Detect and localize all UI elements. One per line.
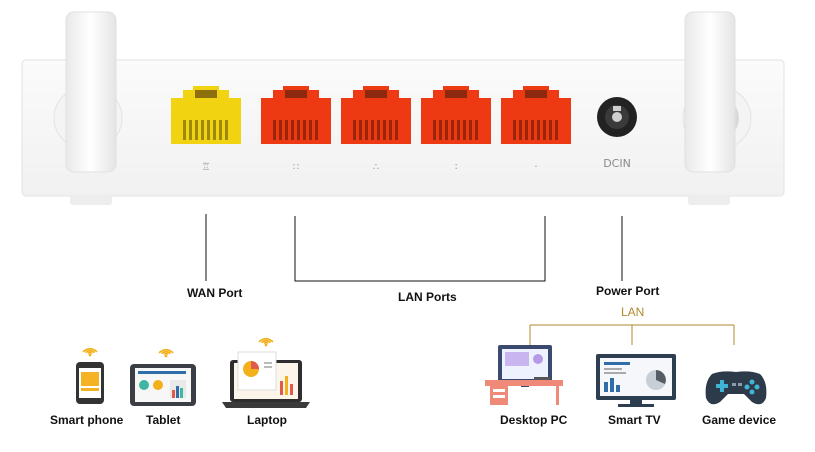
callout-lines: [205, 214, 623, 282]
smartphone-icon: [76, 362, 104, 404]
port-group: ♖ ∷ ∴ ∶ ·: [171, 86, 571, 173]
lan-branch-lines: [529, 324, 735, 345]
lan-port-2: ∴: [341, 86, 411, 173]
game-device-label: Game device: [702, 413, 777, 427]
wifi-icon: [82, 347, 98, 357]
laptop-label: Laptop: [247, 413, 287, 427]
smart-tv-label: Smart TV: [608, 413, 661, 427]
smartphone-label: Smart phone: [50, 413, 124, 427]
lan-branch-label: LAN: [621, 305, 645, 319]
wifi-icon: [258, 337, 274, 347]
smart-tv-icon: [596, 354, 676, 407]
dcin-label: DCIN: [603, 157, 631, 170]
wan-port-label: WAN Port: [187, 286, 243, 300]
gamepad-icon: [705, 371, 767, 405]
left-antenna: [53, 11, 123, 173]
wan-port: ♖: [171, 86, 241, 173]
lan-port-1: ∷: [261, 86, 331, 173]
lan-port-4-symbol: ·: [534, 162, 537, 173]
desktop-pc-label: Desktop PC: [500, 413, 568, 427]
tablet-label: Tablet: [146, 413, 181, 427]
power-port-label: Power Port: [596, 284, 660, 298]
wifi-icon: [158, 348, 174, 358]
tablet-icon: [130, 364, 196, 406]
desktop-pc-icon: [485, 345, 563, 405]
laptop-icon: [222, 351, 310, 408]
lan-port-3-symbol: ∶: [455, 162, 458, 173]
wifi-signals: [82, 337, 274, 358]
lan-ports-label: LAN Ports: [398, 290, 457, 304]
lan-callout-bracket: [294, 216, 546, 282]
lan-port-3: ∶: [421, 86, 491, 173]
lan-port-2-symbol: ∴: [373, 162, 379, 173]
lan-port-1-symbol: ∷: [293, 162, 299, 173]
right-antenna: [682, 11, 752, 173]
dc-power-jack: DCIN: [597, 97, 637, 170]
lan-port-4: ·: [501, 86, 571, 173]
wan-port-symbol: ♖: [202, 162, 211, 173]
